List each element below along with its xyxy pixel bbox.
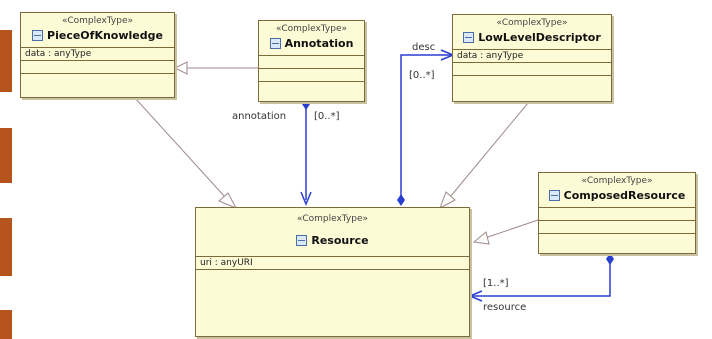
stereotype-label: «ComplexType» <box>581 176 653 186</box>
left-edge-strip <box>0 128 12 183</box>
class-icon <box>32 30 44 41</box>
class-icon <box>269 38 281 49</box>
operations-section <box>259 69 364 82</box>
operations-section <box>21 61 174 74</box>
class-header: «ComplexType» Annotation <box>259 21 364 56</box>
left-edge-strip <box>0 218 12 276</box>
class-icon <box>296 235 308 246</box>
extra-section <box>259 82 364 94</box>
association-line <box>471 257 611 297</box>
extra-section <box>539 234 695 246</box>
generalization-arrowhead <box>472 231 490 245</box>
class-icon <box>463 32 475 43</box>
generalization-line <box>484 219 539 239</box>
class-low-level-descriptor[interactable]: «ComplexType» LowLevelDescriptor data : … <box>452 14 612 102</box>
desc-multiplicity-label: [0..*] <box>409 70 435 81</box>
class-icon <box>548 190 560 201</box>
stereotype-label: «ComplexType» <box>275 24 347 34</box>
resource-multiplicity-label: [1..*] <box>483 278 509 289</box>
generalization-arrowhead <box>439 191 456 210</box>
class-header: «ComplexType» ComposedResource <box>539 173 695 208</box>
extra-section <box>21 74 174 86</box>
annotation-role-label: annotation <box>232 111 287 122</box>
annotation-multiplicity-label: [0..*] <box>314 111 340 122</box>
class-title: Annotation <box>259 37 364 50</box>
extra-section <box>453 76 611 88</box>
class-name: Resource <box>311 234 369 247</box>
association-diamond <box>397 194 405 206</box>
stereotype-label: «ComplexType» <box>296 214 368 224</box>
association-arrowhead <box>468 290 483 302</box>
class-header: «ComplexType» PieceOfKnowledge <box>21 13 174 48</box>
class-title: LowLevelDescriptor <box>453 31 611 44</box>
left-edge-strip <box>0 30 12 92</box>
class-name: ComposedResource <box>563 189 686 202</box>
desc-role-label: desc <box>412 42 436 53</box>
class-attribute: uri : anyURI <box>196 257 469 270</box>
class-composed-resource[interactable]: «ComplexType» ComposedResource <box>538 172 696 254</box>
class-title: ComposedResource <box>539 189 695 202</box>
left-edge-strip <box>0 310 12 339</box>
class-header: «ComplexType» Resource <box>196 208 469 257</box>
attributes-section <box>539 208 695 221</box>
class-title: PieceOfKnowledge <box>21 29 174 42</box>
operations-section <box>539 221 695 234</box>
class-title: Resource <box>196 234 469 247</box>
class-piece-of-knowledge[interactable]: «ComplexType» PieceOfKnowledge data : an… <box>20 12 175 98</box>
class-attribute: data : anyType <box>453 50 611 63</box>
generalization-line <box>134 97 226 198</box>
association-line <box>400 54 452 200</box>
association-arrowhead <box>300 191 312 206</box>
class-name: PieceOfKnowledge <box>47 29 163 42</box>
class-header: «ComplexType» LowLevelDescriptor <box>453 15 611 50</box>
class-resource[interactable]: «ComplexType» Resource uri : anyURI <box>195 207 470 337</box>
class-name: Annotation <box>284 37 354 50</box>
operations-section <box>453 63 611 76</box>
class-annotation[interactable]: «ComplexType» Annotation <box>258 20 365 102</box>
generalization-arrowhead <box>173 61 188 75</box>
generalization-line <box>449 102 529 198</box>
class-name: LowLevelDescriptor <box>478 31 601 44</box>
association-diamond <box>606 253 614 265</box>
stereotype-label: «ComplexType» <box>61 16 133 26</box>
class-attribute: data : anyType <box>21 48 174 61</box>
attributes-section <box>259 56 364 69</box>
resource-role-label: resource <box>483 302 527 313</box>
stereotype-label: «ComplexType» <box>496 18 568 28</box>
generalization-arrowhead <box>218 192 238 209</box>
